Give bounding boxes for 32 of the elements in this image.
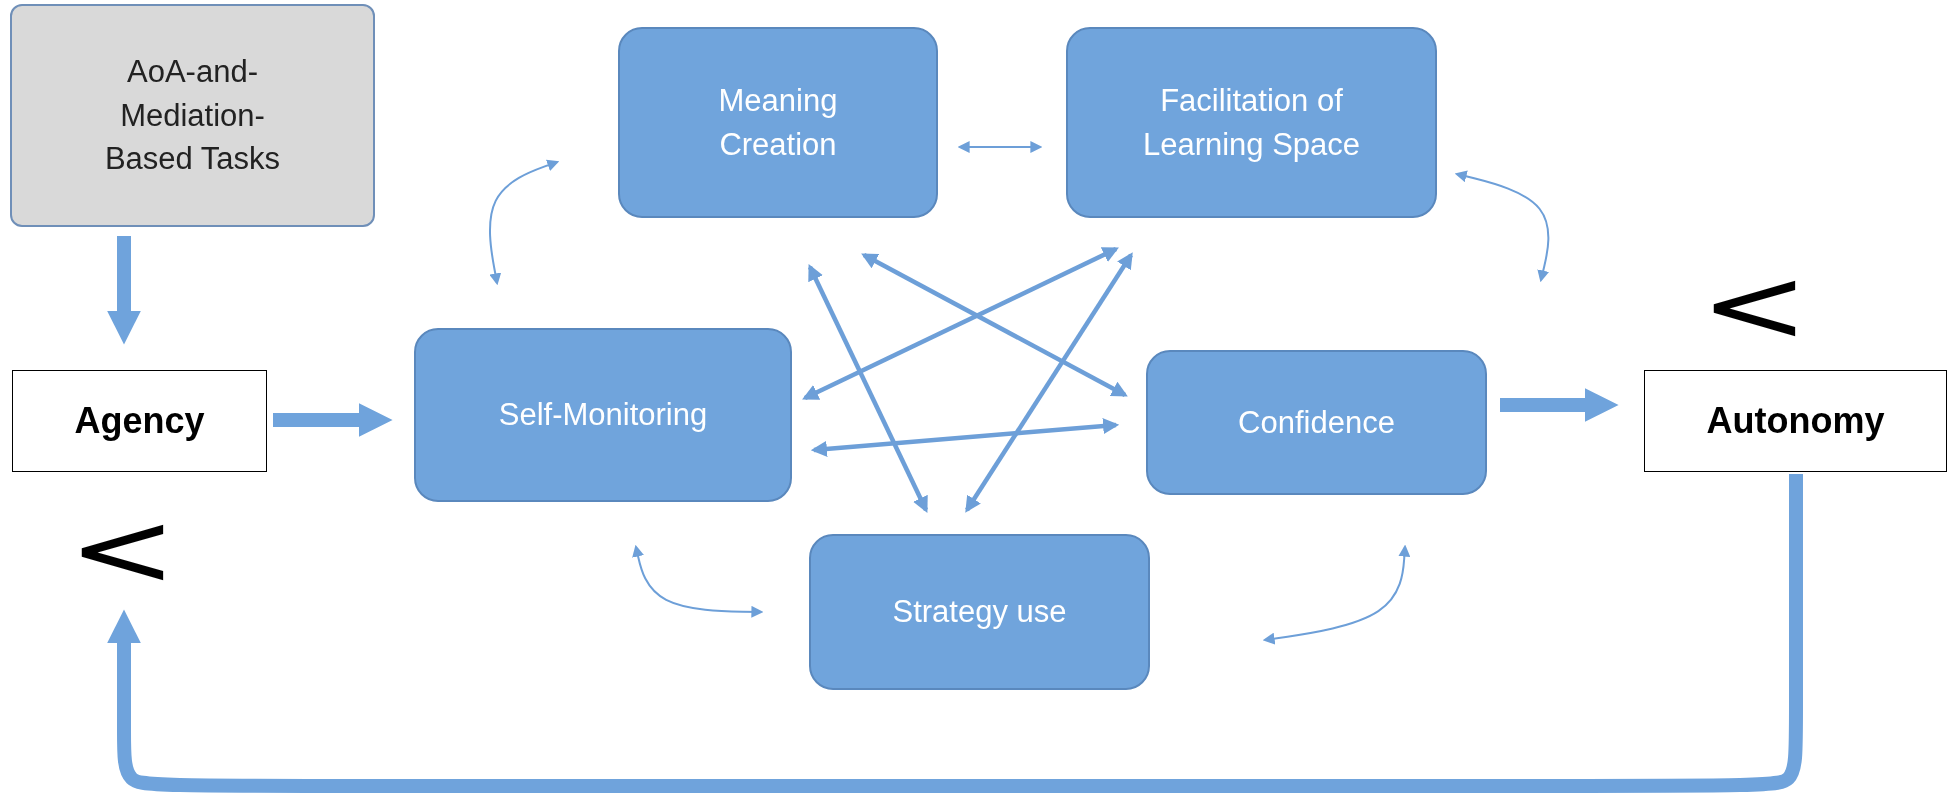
outcome-box: [12, 370, 267, 472]
process-box: [809, 534, 1150, 690]
block-arrow: [1500, 388, 1619, 422]
node-label: Strategy use: [892, 593, 1067, 632]
double-arrow: [1262, 544, 1411, 645]
process-box: [618, 27, 938, 218]
process-box: [1066, 27, 1437, 218]
block-arrow: [107, 474, 1803, 793]
double-arrow: [810, 418, 1120, 457]
node-label: AoA-and-Mediation-Based Tasks: [103, 53, 282, 179]
double-arrow: [807, 264, 929, 513]
less-than-sign: <: [1700, 253, 1809, 357]
double-arrow: [489, 159, 560, 286]
block-arrow: [273, 403, 393, 437]
double-arrow: [957, 141, 1043, 153]
outcome-box: [1644, 370, 1947, 472]
node-label: Autonomy: [1706, 398, 1885, 443]
less-than-sign: <: [68, 497, 177, 601]
node-label: Facilitation of Learning Space: [1141, 82, 1362, 164]
double-arrow: [1454, 170, 1550, 283]
node-label: Agency: [74, 398, 205, 443]
node-label: Confidence: [1238, 403, 1395, 442]
double-arrow: [802, 246, 1119, 401]
node-label: Self-Monitoring: [498, 396, 708, 435]
process-box: [414, 328, 792, 502]
node-label: Meaning Creation: [717, 82, 839, 164]
double-arrow: [632, 544, 764, 618]
task-box: [10, 4, 375, 227]
block-arrow: [107, 236, 141, 345]
double-arrow: [965, 252, 1133, 513]
process-box: [1146, 350, 1487, 495]
double-arrow: [861, 253, 1128, 397]
